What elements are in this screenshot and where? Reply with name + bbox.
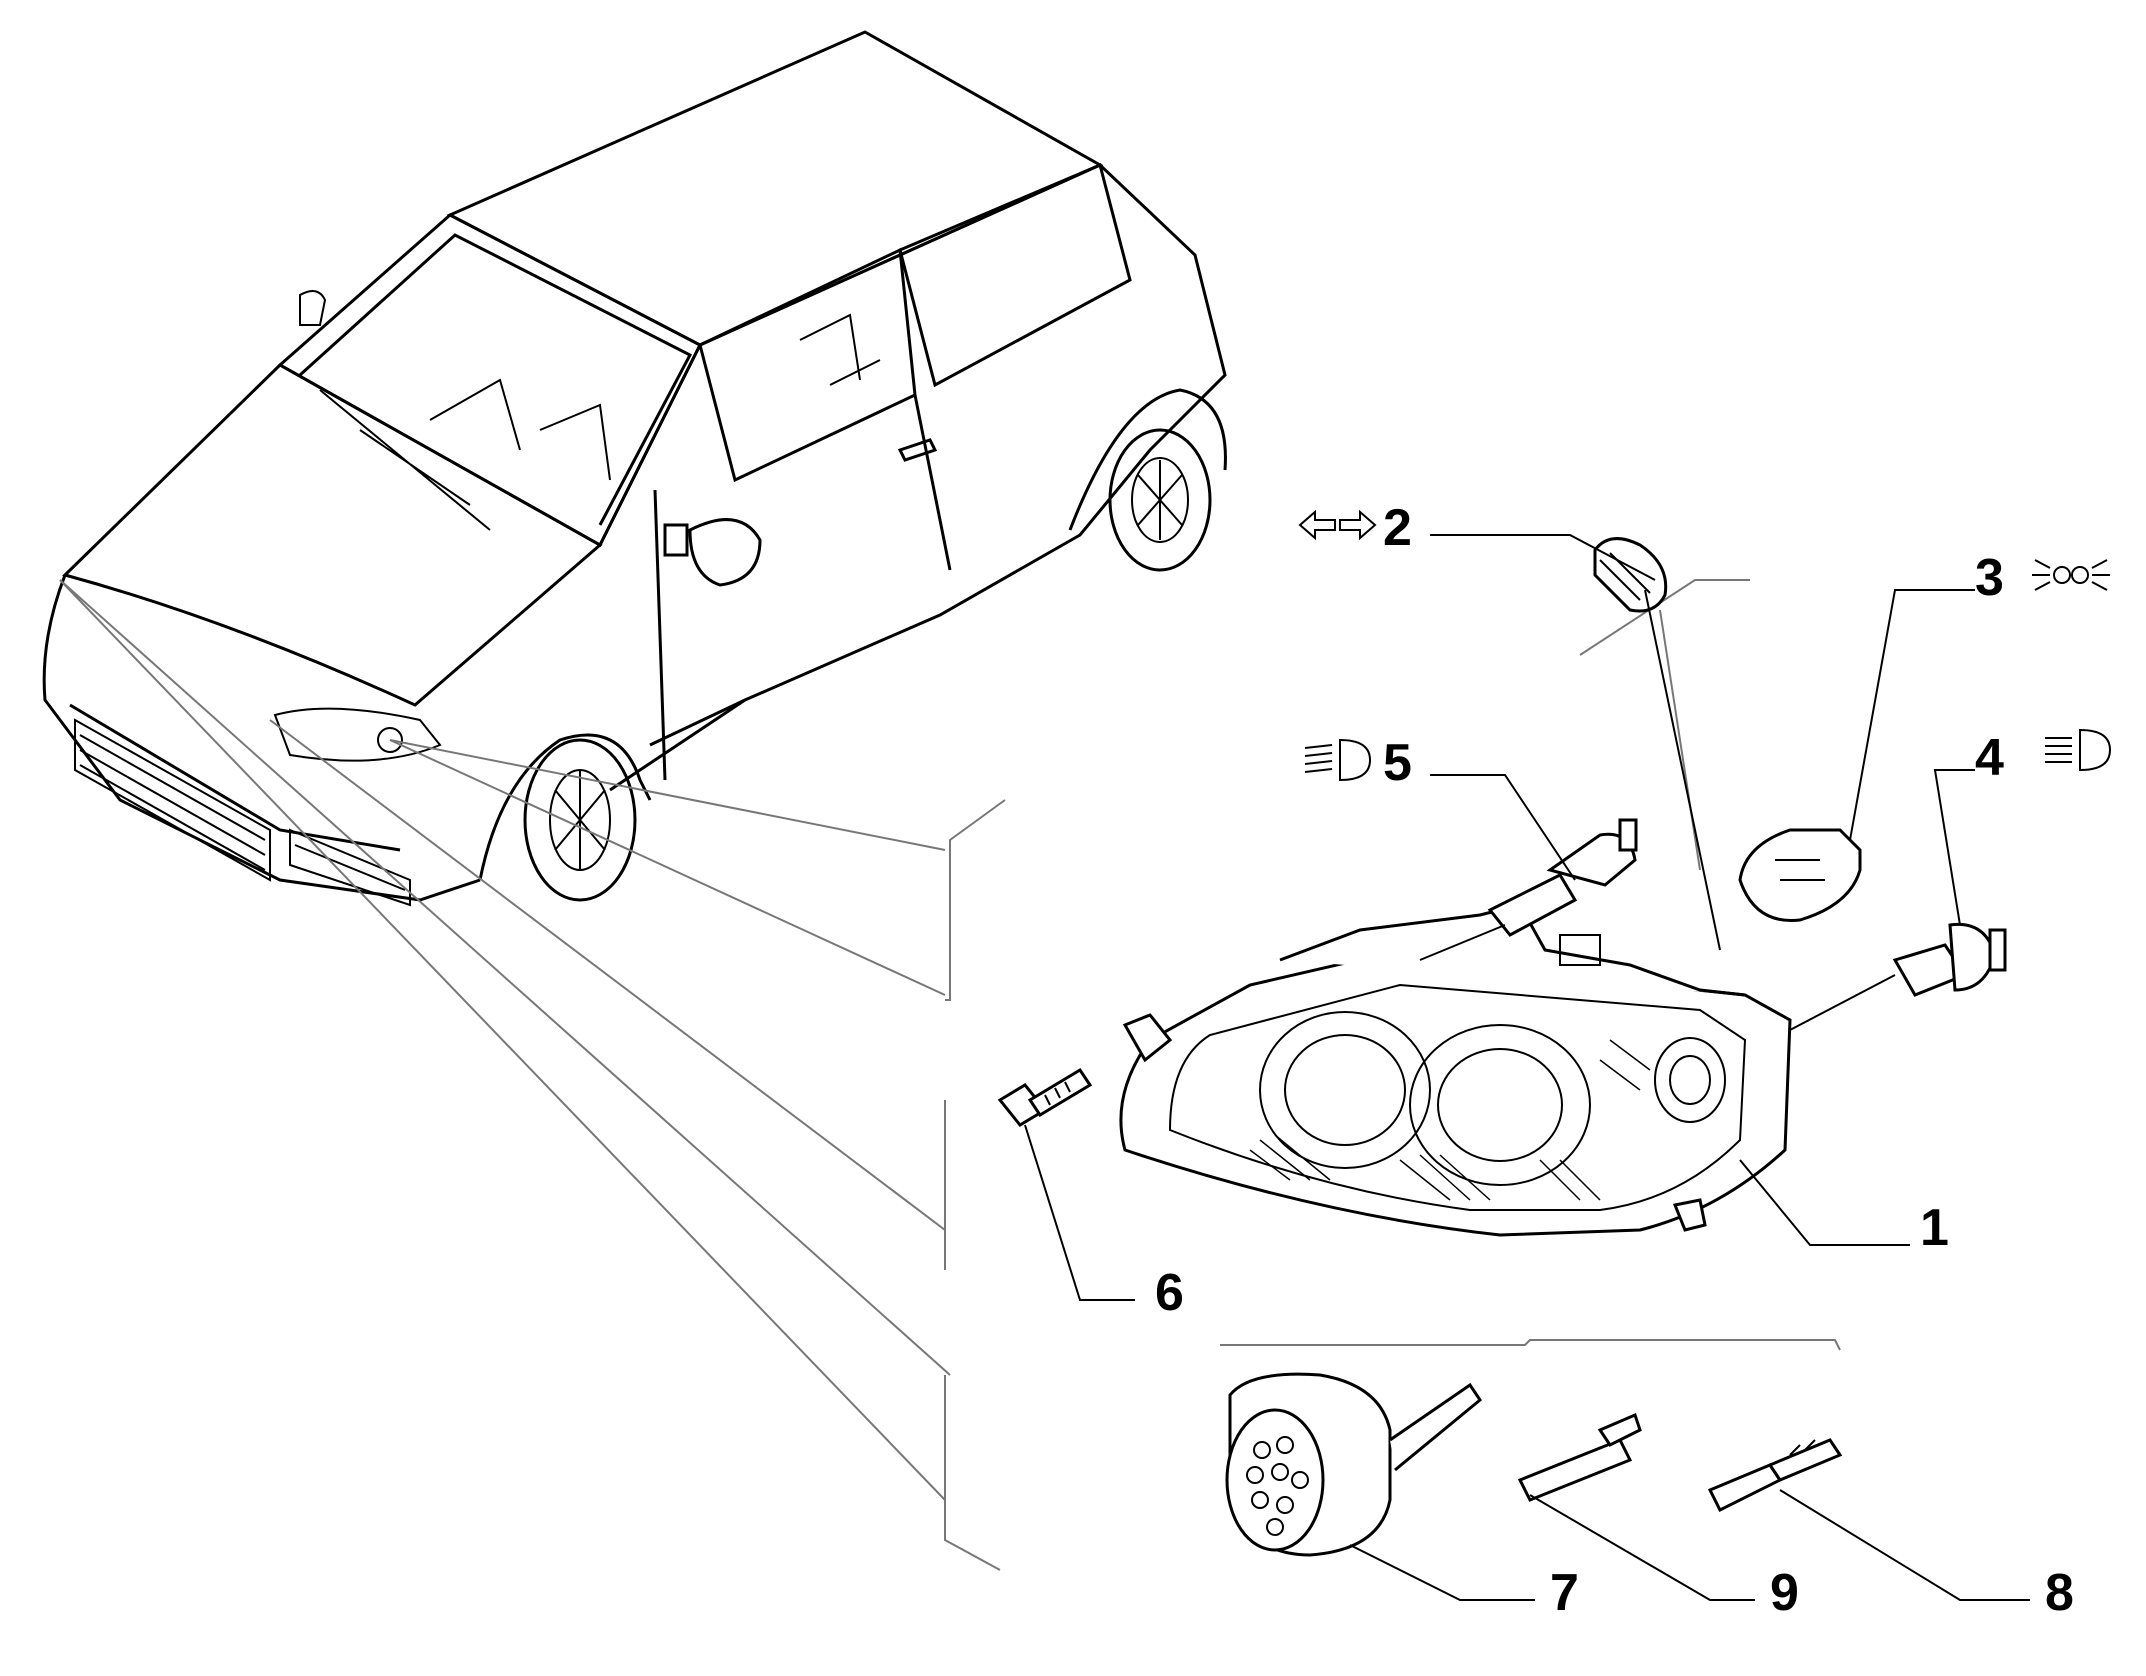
leader-bulb-2 xyxy=(1644,589,1721,951)
callout-2: 2 xyxy=(1383,499,1412,557)
headlamp-assembly xyxy=(1119,903,1792,1237)
bulb-position xyxy=(1738,828,1862,922)
high-beam-icon xyxy=(1304,738,1372,782)
callout-1: 1 xyxy=(1920,1199,1949,1257)
bulb-turn-signal xyxy=(1593,537,1668,613)
bulb-high-beam xyxy=(1487,818,1638,937)
callout-7: 7 xyxy=(1550,1564,1579,1622)
callout-9: 9 xyxy=(1770,1564,1799,1622)
connector-housing xyxy=(1225,1372,1483,1557)
callout-5: 5 xyxy=(1383,734,1412,792)
position-light-icon xyxy=(2032,559,2110,591)
terminal-clip xyxy=(1707,1438,1843,1513)
callout-6: 6 xyxy=(1155,1264,1184,1322)
callout-4: 4 xyxy=(1975,729,2004,787)
leader-bulb-5 xyxy=(1419,924,1506,961)
leader-bulb-4 xyxy=(1789,974,1896,1031)
bulb-low-beam xyxy=(1892,922,2007,997)
callout-leaders xyxy=(1024,534,2030,1601)
callout-8: 8 xyxy=(2045,1564,2074,1622)
bolt xyxy=(997,1067,1093,1127)
car-illustration xyxy=(42,30,1227,907)
terminal-pin xyxy=(1517,1412,1642,1502)
low-beam-icon xyxy=(2045,728,2112,772)
turn-signal-arrows-icon xyxy=(1298,509,1377,541)
callout-3: 3 xyxy=(1975,549,2004,607)
